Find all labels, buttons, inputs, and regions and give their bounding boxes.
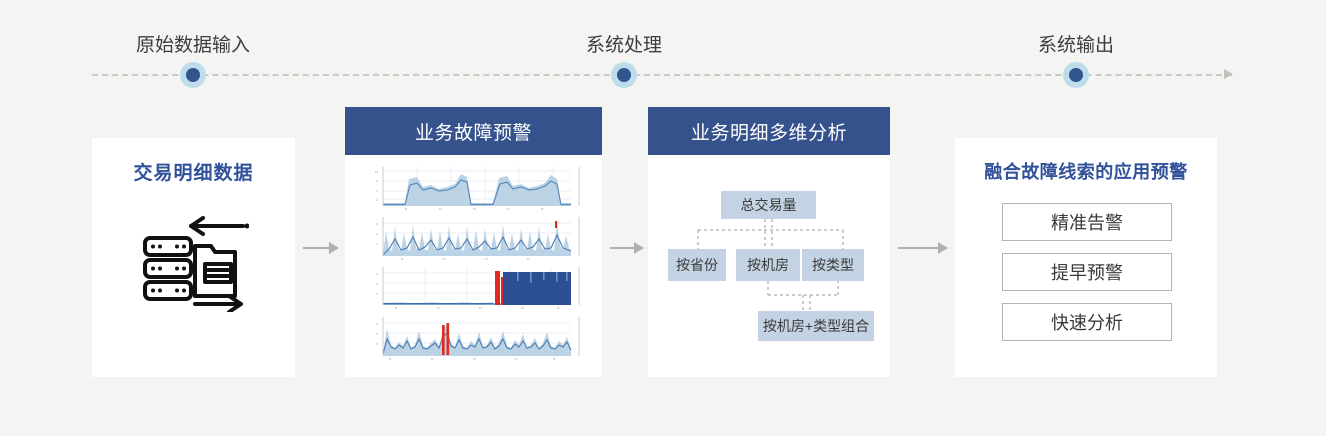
timeline-node-core bbox=[1069, 68, 1083, 82]
svg-text:t1: t1 bbox=[405, 207, 408, 211]
svg-text:t4: t4 bbox=[521, 306, 524, 310]
tree-node-branch-3[interactable]: 按类型 bbox=[802, 249, 864, 281]
arrow-head-icon bbox=[329, 242, 339, 254]
arrow-analysis-to-output bbox=[898, 242, 948, 254]
svg-text:t2: t2 bbox=[437, 306, 440, 310]
svg-text:t3: t3 bbox=[479, 306, 482, 310]
svg-text:8: 8 bbox=[376, 179, 378, 183]
svg-text:t2: t2 bbox=[443, 257, 446, 261]
database-server-exchange-icon bbox=[139, 216, 249, 317]
svg-text:2: 2 bbox=[376, 198, 378, 202]
svg-text:6: 6 bbox=[376, 232, 378, 236]
svg-text:3: 3 bbox=[376, 292, 378, 296]
tree-node-branch-1[interactable]: 按省份 bbox=[668, 249, 726, 281]
svg-text:9: 9 bbox=[376, 222, 378, 226]
svg-text:6: 6 bbox=[376, 282, 378, 286]
tree-node-branch-2[interactable]: 按机房 bbox=[736, 249, 800, 281]
chart-burst-series: 9 6 3 t1 t2 t3 t4 t5 bbox=[365, 315, 583, 361]
arrow-alert-to-analysis bbox=[610, 242, 644, 254]
tree-node-root[interactable]: 总交易量 bbox=[721, 191, 816, 219]
timeline-arrow-icon bbox=[1224, 69, 1233, 79]
timeline-node-1[interactable] bbox=[180, 62, 206, 88]
timeline-node-2[interactable] bbox=[611, 62, 637, 88]
svg-text:t1: t1 bbox=[395, 306, 398, 310]
output-button-precise-alarm[interactable]: 精准告警 bbox=[1002, 203, 1172, 241]
svg-text:t2: t2 bbox=[439, 207, 442, 211]
card-source-title: 交易明细数据 bbox=[133, 163, 254, 184]
timeline-node-core bbox=[186, 68, 200, 82]
card-source-data[interactable]: 交易明细数据 bbox=[92, 138, 295, 377]
timeline-label-3: 系统输出 bbox=[1037, 35, 1114, 56]
mini-chart-group: 10 8 5 2 t1 t2 t3 t4 t5 9 6 3 t1 t2 t3 t4 bbox=[365, 165, 583, 363]
card-multidimensional-analysis[interactable]: 业务明细多维分析 总交易量 按省份 按机房 按类型 bbox=[648, 107, 890, 377]
svg-text:t3: t3 bbox=[473, 207, 476, 211]
svg-text:t4: t4 bbox=[515, 357, 518, 361]
svg-text:t4: t4 bbox=[507, 207, 510, 211]
timeline-label-2: 系统处理 bbox=[585, 35, 662, 56]
arrow-head-icon bbox=[634, 242, 644, 254]
svg-text:t1: t1 bbox=[401, 257, 404, 261]
svg-text:10: 10 bbox=[375, 170, 379, 174]
arrow-source-to-alert bbox=[303, 242, 339, 254]
svg-text:9: 9 bbox=[376, 272, 378, 276]
card-analysis-header: 业务明细多维分析 bbox=[648, 107, 890, 155]
svg-text:9: 9 bbox=[376, 322, 378, 326]
svg-text:5: 5 bbox=[376, 189, 378, 193]
output-button-fast-analysis[interactable]: 快速分析 bbox=[1002, 303, 1172, 341]
svg-text:t2: t2 bbox=[431, 357, 434, 361]
analysis-tree: 总交易量 按省份 按机房 按类型 按机房+类型组合 bbox=[648, 165, 890, 377]
timeline-label-1: 原始数据输入 bbox=[135, 35, 250, 56]
tree-node-leaf[interactable]: 按机房+类型组合 bbox=[758, 311, 874, 341]
svg-text:3: 3 bbox=[376, 342, 378, 346]
svg-text:t3: t3 bbox=[473, 357, 476, 361]
chart-plateau-series: 10 8 5 2 t1 t2 t3 t4 t5 bbox=[365, 165, 583, 211]
svg-text:t3: t3 bbox=[485, 257, 488, 261]
svg-text:t5: t5 bbox=[553, 357, 556, 361]
chart-spiky-series: 9 6 3 t1 t2 t3 t4 bbox=[365, 215, 583, 261]
arrow-shaft bbox=[610, 247, 634, 249]
output-button-early-warning[interactable]: 提早预警 bbox=[1002, 253, 1172, 291]
card-application-alert-output[interactable]: 融合故障线索的应用预警 精准告警 提早预警 快速分析 bbox=[955, 138, 1217, 377]
card-business-fault-alert[interactable]: 业务故障预警 10 8 5 2 t1 t2 t3 t4 t5 bbox=[345, 107, 602, 377]
arrow-shaft bbox=[898, 247, 938, 249]
arrow-shaft bbox=[303, 247, 329, 249]
arrow-head-icon bbox=[938, 242, 948, 254]
svg-text:t4: t4 bbox=[527, 257, 530, 261]
svg-text:3: 3 bbox=[376, 242, 378, 246]
timeline-axis bbox=[92, 74, 1232, 78]
svg-text:t5: t5 bbox=[541, 207, 544, 211]
svg-text:t5: t5 bbox=[557, 306, 560, 310]
card-output-title: 融合故障线索的应用预警 bbox=[984, 162, 1188, 182]
timeline-node-core bbox=[617, 68, 631, 82]
svg-text:t1: t1 bbox=[389, 357, 392, 361]
card-alert-header: 业务故障预警 bbox=[345, 107, 602, 155]
timeline-node-3[interactable] bbox=[1063, 62, 1089, 88]
chart-anomaly-block-series: 9 6 3 t1 t2 t3 t4 t5 bbox=[365, 265, 583, 311]
svg-text:6: 6 bbox=[376, 332, 378, 336]
tree-connector-lines bbox=[697, 219, 844, 311]
